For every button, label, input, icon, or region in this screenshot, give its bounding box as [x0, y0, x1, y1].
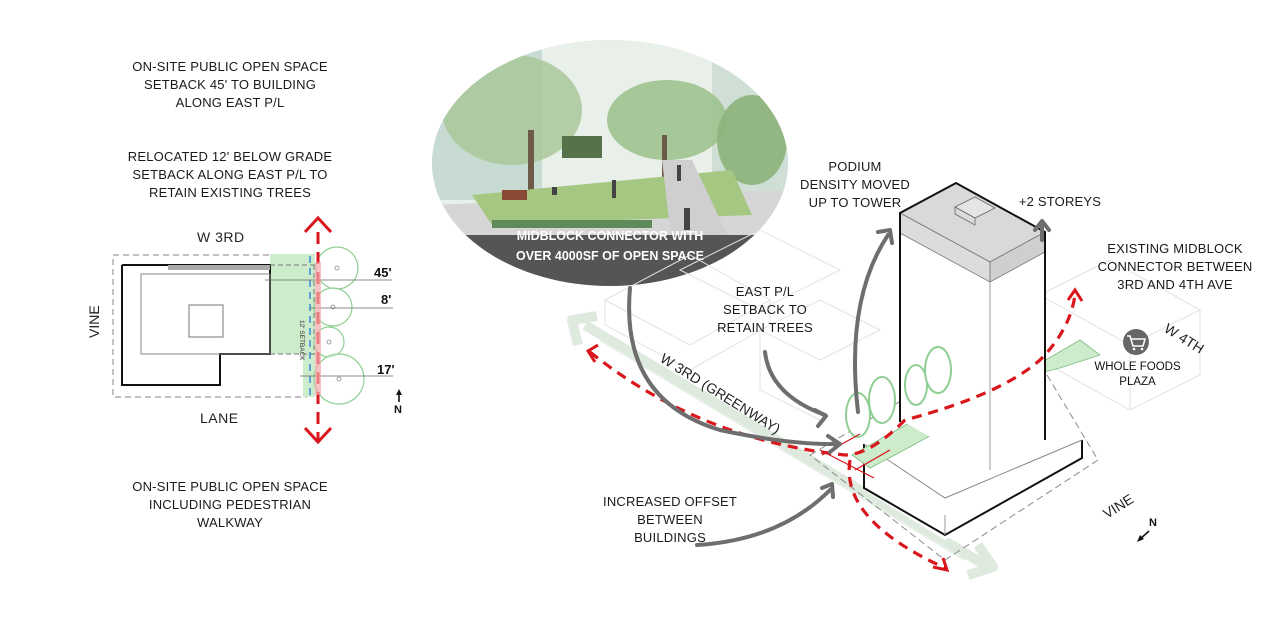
arrow-down-icon: [303, 426, 333, 445]
greenway-arrow: [567, 311, 998, 580]
tower: [899, 181, 1046, 470]
street-label-lane: LANE: [200, 410, 239, 426]
tree-icon: [904, 364, 928, 406]
shopping-cart-icon: [1123, 329, 1149, 355]
note-pedestrian-walkway: ON-SITE PUBLIC OPEN SPACE INCLUDING PEDE…: [132, 479, 328, 530]
north-label-plan: N: [394, 404, 402, 416]
arrow-up-icon: [1033, 219, 1051, 232]
midblock-rendering: MIDBLOCK CONNECTOR WITH OVER 4000SF OF O…: [432, 40, 788, 286]
note-east-setback: EAST P/L SETBACK TO RETAIN TREES: [717, 284, 813, 335]
tower-footprint: [188, 304, 224, 338]
north-arrow-icon: [396, 389, 402, 402]
tree-icon: [924, 346, 952, 394]
rendering-scene: [432, 40, 788, 286]
building-canopy: [168, 265, 270, 270]
whole-foods-plaza-label: WHOLE FOODS PLAZA: [1094, 361, 1181, 388]
existing-trees: [313, 246, 365, 405]
setback-label: 12' SETBACK: [298, 320, 305, 361]
tree-icon: [868, 376, 896, 424]
arrow-head-icon: [826, 434, 842, 454]
north-arrow-icon: [1137, 530, 1150, 542]
note-relocated-setback: RELOCATED 12' BELOW GRADE SETBACK ALONG …: [127, 149, 333, 200]
arrow-up-icon: [303, 215, 333, 234]
open-space-walkway: [303, 254, 315, 397]
note-podium-density: PODIUM DENSITY MOVED UP TO TOWER: [800, 159, 910, 210]
tree-icon: [313, 353, 365, 405]
arrow-head-icon: [876, 228, 894, 245]
note-increased-offset: INCREASED OFFSET BETWEEN BUILDINGS: [603, 494, 737, 545]
rendering-caption: MIDBLOCK CONNECTOR WITH OVER 4000SF OF O…: [515, 229, 705, 263]
note-existing-midblock: EXISTING MIDBLOCK CONNECTOR BETWEEN 3RD …: [1097, 241, 1253, 292]
axo-trees: [845, 346, 952, 438]
arrow-head-icon: [813, 408, 828, 428]
dimension-45: 45': [374, 265, 392, 280]
arrow-up-icon: [1066, 287, 1084, 302]
street-label-w3rd: W 3RD: [197, 229, 245, 245]
arrow-down-icon: [932, 557, 950, 573]
podium-outline: [140, 273, 271, 355]
dimension-8: 8': [381, 292, 392, 307]
arrow-left-icon: [585, 343, 599, 363]
north-label-axo: N: [1149, 517, 1157, 529]
dimension-17: 17': [377, 362, 395, 377]
note-plus-two-storeys: +2 STOREYS: [1018, 194, 1102, 209]
tree-icon: [313, 287, 353, 327]
arrow-head-icon: [820, 482, 835, 499]
note-open-space-setback: ON-SITE PUBLIC OPEN SPACE SETBACK 45' TO…: [132, 59, 328, 110]
